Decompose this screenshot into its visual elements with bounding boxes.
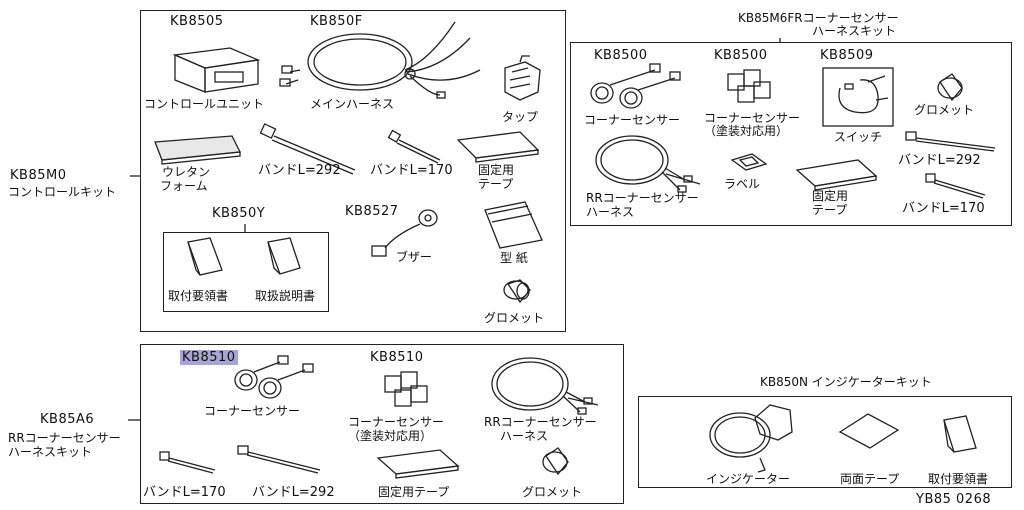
grommet-drawing-1	[503, 279, 531, 304]
fix-tape-label-2: テープ	[478, 177, 514, 191]
fr-kit-box	[570, 42, 1012, 226]
kb850y-box	[163, 232, 329, 312]
rr-harness-label-1: RRコーナーセンサー	[484, 415, 597, 429]
fr-rr-harness-label-2: ハーネス	[586, 205, 635, 219]
rr-band-170-drawing	[159, 451, 216, 474]
control-kit-box	[140, 10, 566, 332]
rr-grommet-label: グロメット	[522, 485, 583, 499]
rr-painted-label-1: コーナーセンサー	[348, 415, 445, 429]
fr-fix-tape-label-2: テープ	[812, 203, 848, 217]
grommet-label-1: グロメット	[484, 311, 545, 325]
rr-harness-drawing	[491, 357, 599, 415]
main-harness-drawing	[279, 21, 481, 99]
fr-band-292-drawing	[905, 131, 996, 152]
fr-fixing-tape-drawing	[795, 159, 878, 191]
fr-kb8500a-code[interactable]: KB8500	[594, 48, 648, 63]
tap-drawing	[504, 55, 541, 101]
control-kit-name: コントロールキット	[8, 185, 117, 199]
band-292-drawing	[259, 123, 356, 175]
rr-kit-name-2: ハーネスキット	[8, 445, 93, 459]
tap-label: タップ	[502, 110, 539, 124]
control-kit-code[interactable]: KB85M0	[10, 168, 67, 183]
rr-kb8510b-code[interactable]: KB8510	[370, 350, 424, 365]
double-tape-drawing	[838, 413, 900, 449]
fr-corner-sensor-drawing	[590, 63, 681, 109]
fr-label-drawing	[730, 153, 768, 171]
fr-grommet-drawing	[937, 73, 963, 102]
fix-tape-label-1: 固定用	[478, 163, 515, 177]
fr-fix-tape-label-1: 固定用	[812, 189, 849, 203]
main-harness-label: メインハーネス	[310, 97, 395, 111]
kb8527-code[interactable]: KB8527	[345, 204, 399, 219]
fr-corner-sensor-label: コーナーセンサー	[584, 113, 681, 127]
fr-painted-label-1: コーナーセンサー	[704, 111, 801, 125]
rr-painted-label-2: （塗装対応用）	[348, 429, 433, 443]
urethane-label-1: ウレタン	[162, 165, 211, 179]
rr-harness-label-2: ハーネス	[500, 429, 549, 443]
rr-kit-box	[140, 344, 624, 504]
fr-band-170-label: バンドL=170	[902, 201, 985, 216]
template-drawing	[484, 201, 543, 249]
fr-grommet-label: グロメット	[914, 103, 975, 117]
template-label: 型 紙	[500, 251, 528, 265]
indicator-manual-label: 取付要領書	[928, 472, 989, 486]
urethane-label-2: フォーム	[160, 179, 208, 193]
fixing-tape-drawing	[456, 131, 540, 163]
fr-label-label: ラベル	[724, 177, 761, 191]
indicator-kit-box	[638, 396, 1012, 488]
buzzer-label: ブザー	[396, 250, 433, 264]
rr-painted-sensor-drawing	[384, 371, 428, 407]
install-manual-label: 取付要領書	[168, 289, 229, 303]
kb850y-code[interactable]: KB850Y	[212, 206, 266, 221]
rr-band-170-label: バンドL=170	[143, 485, 226, 500]
rr-corner-sensor-drawing	[234, 355, 314, 399]
band-292-label: バンドL=292	[258, 163, 341, 178]
fr-kit-title-2: ハーネスキット	[812, 24, 897, 38]
indicator-drawing	[709, 404, 793, 473]
fr-kb8500b-code[interactable]: KB8500	[714, 48, 768, 63]
kb8509-code[interactable]: KB8509	[820, 48, 874, 63]
urethane-foam-drawing	[154, 135, 242, 165]
kb8505-code[interactable]: KB8505	[170, 14, 224, 29]
indicator-label: インジケーター	[706, 472, 791, 486]
fr-band-170-drawing	[925, 173, 986, 199]
rr-fix-tape-label: 固定用テープ	[378, 485, 450, 499]
rr-fixing-tape-drawing	[376, 449, 460, 479]
fr-kit-title-1[interactable]: KB85M6FRコーナーセンサー	[738, 11, 899, 25]
switch-drawing	[838, 75, 889, 114]
control-unit-label: コントロールユニット	[144, 97, 265, 111]
fr-band-292-label: バンドL=292	[898, 153, 981, 168]
indicator-kit-title[interactable]: KB850N インジケーターキット	[760, 375, 932, 389]
switch-label: スイッチ	[834, 130, 883, 144]
rr-kb8510a-code-highlighted[interactable]: KB8510	[180, 350, 238, 365]
kb850f-code[interactable]: KB850F	[310, 14, 363, 29]
fr-rr-harness-label-1: RRコーナーセンサー	[586, 191, 699, 205]
fr-painted-sensor-drawing	[727, 69, 771, 103]
band-170-label: バンドL=170	[370, 163, 453, 178]
switch-frame	[822, 67, 894, 127]
fr-rr-harness-drawing	[595, 135, 701, 193]
rr-corner-sensor-label: コーナーセンサー	[204, 404, 301, 418]
rr-kit-code[interactable]: KB85A6	[40, 412, 95, 427]
band-170-drawing	[387, 129, 441, 164]
control-unit-drawing	[172, 47, 261, 93]
double-tape-label: 両面テープ	[840, 472, 900, 486]
rr-grommet-drawing	[542, 447, 569, 476]
indicator-manual-drawing	[943, 415, 977, 453]
rr-band-292-drawing	[237, 445, 321, 474]
manuals-drawing	[187, 237, 301, 276]
rr-kit-name-1: RRコーナーセンサー	[8, 431, 121, 445]
buzzer-drawing	[371, 209, 438, 257]
figure-id: YB85 0268	[916, 492, 992, 507]
user-manual-label: 取扱説明書	[255, 289, 316, 303]
rr-band-292-label: バンドL=292	[252, 485, 335, 500]
fr-painted-label-2: （塗装対応用）	[704, 124, 789, 138]
